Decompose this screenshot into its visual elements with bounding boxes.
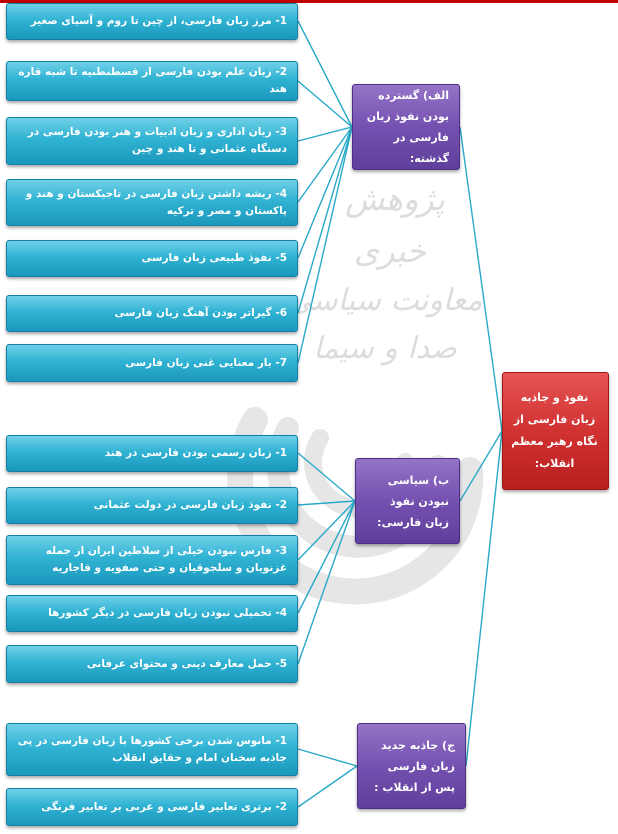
connector-b-4: [297, 500, 356, 614]
connector-root-a: [459, 126, 503, 432]
item-b-1: 1- زبان رسمی بودن فارسی در هند: [6, 435, 298, 472]
item-a-5: 5- نفوذ طبیعی زبان فارسی: [6, 240, 298, 277]
connector-b-3: [297, 500, 356, 561]
item-a-2: 2- زبان علم بودن فارسی از قسطنطنیه تا شب…: [6, 61, 298, 101]
watermark-line-3: معاونت سیاسی: [288, 283, 483, 318]
item-label: 2- نفوذ زبان فارسی در دولت عثمانی: [93, 499, 287, 511]
item-a-1: 1- مرز زبان فارسی، از چین تا روم و آسیای…: [6, 3, 298, 40]
item-label: 2- زبان علم بودن فارسی از قسطنطنیه تا شب…: [18, 66, 287, 95]
top-rule: [0, 0, 618, 3]
item-b-5: 5- حمل معارف دینی و محتوای عرفانی: [6, 645, 298, 683]
connector-a-1: [297, 20, 353, 128]
connector-a-4: [297, 126, 353, 203]
item-label: 1- مانوس شدن برخی کشورها با زبان فارسی د…: [17, 734, 287, 764]
item-c-1: 1- مانوس شدن برخی کشورها با زبان فارسی د…: [6, 723, 298, 776]
item-a-3: 3- زبان اداری و زبان ادبیات و هنر بودن ف…: [6, 117, 298, 165]
item-label: 5- حمل معارف دینی و محتوای عرفانی: [86, 657, 287, 670]
item-a-4: 4- ریشه داشتن زبان فارسی در تاجیکستان و …: [6, 179, 298, 226]
item-c-2: 2- برتری تعابیر فارسی و عربی بر تعابیر ف…: [6, 788, 298, 826]
connector-a-7: [297, 126, 353, 364]
watermark-line-1: پژوهش: [345, 180, 445, 218]
item-label: 6- گیراتر بودن آهنگ زبان فارسی: [114, 307, 287, 319]
item-label: 3- فارس نبودن خیلی از سلاطین ایران از جم…: [45, 545, 287, 574]
item-a-7: 7- بار معنایی غنی زبان فارسی: [6, 344, 298, 382]
item-b-2: 2- نفوذ زبان فارسی در دولت عثمانی: [6, 487, 298, 524]
branch-a-title: الف) گسترده بودن نفوذ زبان فارسی در گذشت…: [366, 89, 449, 165]
branch-b-title: ب) سیاسی نبودن نفوذ زبان فارسی:: [377, 473, 449, 529]
item-label: 1- زبان رسمی بودن فارسی در هند: [104, 447, 287, 459]
branch-node-b: ب) سیاسی نبودن نفوذ زبان فارسی:: [355, 458, 460, 544]
connector-a-5: [297, 126, 353, 259]
connector-b-5: [297, 500, 356, 665]
branch-node-a: الف) گسترده بودن نفوذ زبان فارسی در گذشت…: [352, 84, 460, 170]
item-b-3: 3- فارس نبودن خیلی از سلاطین ایران از جم…: [6, 535, 298, 585]
root-node: نفوذ و جاذبه زبان فارسی از نگاه رهبر معظ…: [502, 372, 609, 490]
root-label: نفوذ و جاذبه زبان فارسی از نگاه رهبر معظ…: [511, 391, 598, 470]
watermark-line-2: خبری: [354, 232, 426, 270]
branch-c-title: ج) جاذبه جدید زبان فارسی پس از انقلاب :: [374, 738, 455, 794]
item-label: 7- بار معنایی غنی زبان فارسی: [125, 356, 287, 369]
item-label: 1- مرز زبان فارسی، از چین تا روم و آسیای…: [30, 15, 287, 27]
connector-a-3: [297, 126, 353, 142]
item-label: 5- نفوذ طبیعی زبان فارسی: [141, 252, 287, 264]
connector-c-1: [297, 748, 358, 767]
connector-b-1: [297, 452, 356, 502]
item-b-4: 4- تحمیلی نبودن زبان فارسی در دیگر کشوره…: [6, 595, 298, 632]
watermark-line-4: صدا و سیما: [313, 331, 457, 366]
connector-c-2: [297, 765, 358, 808]
connector-a-6: [297, 126, 353, 314]
item-label: 4- ریشه داشتن زبان فارسی در تاجیکستان و …: [25, 187, 287, 217]
item-a-6: 6- گیراتر بودن آهنگ زبان فارسی: [6, 295, 298, 332]
connector-a-2: [297, 80, 353, 128]
item-label: 3- زبان اداری و زبان ادبیات و هنر بودن ف…: [27, 126, 287, 155]
branch-node-c: ج) جاذبه جدید زبان فارسی پس از انقلاب :: [357, 723, 466, 809]
connector-root-c: [465, 430, 503, 767]
item-label: 4- تحمیلی نبودن زبان فارسی در دیگر کشوره…: [48, 607, 287, 619]
connector-root-b: [459, 430, 503, 502]
connector-b-2: [297, 500, 356, 506]
item-label: 2- برتری تعابیر فارسی و عربی بر تعابیر ف…: [41, 800, 287, 813]
